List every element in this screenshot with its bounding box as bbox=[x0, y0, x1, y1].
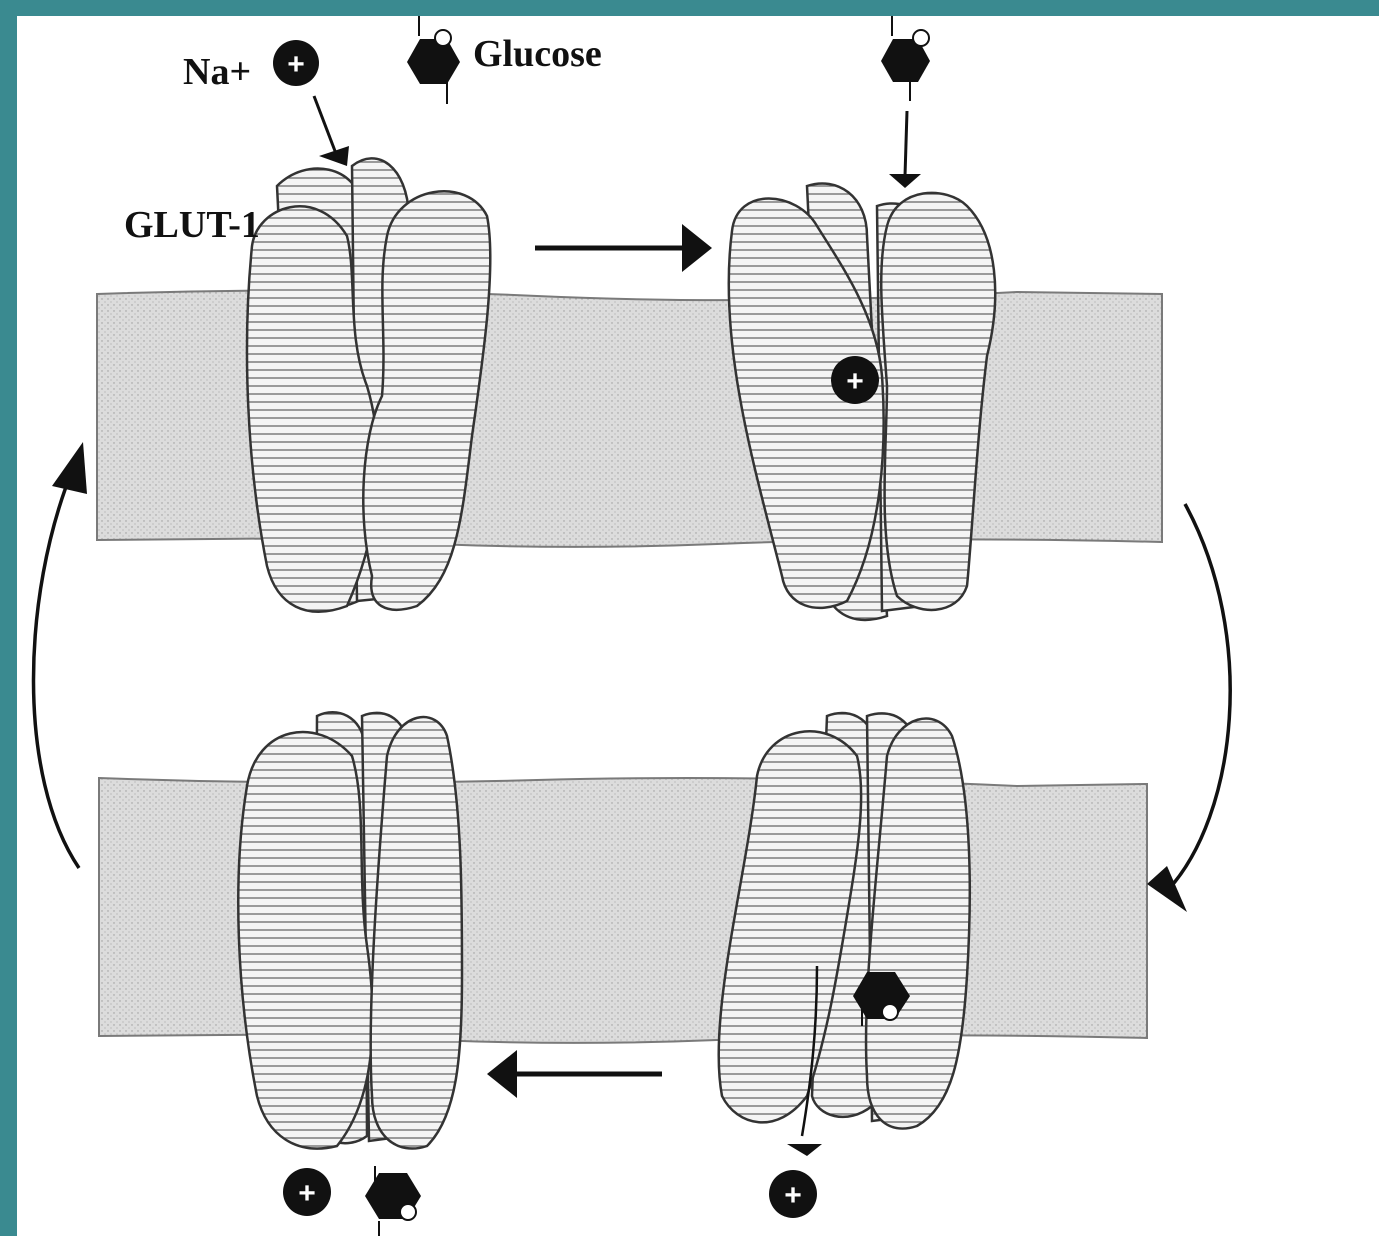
transporter-state-1 bbox=[247, 158, 490, 611]
arrow-state4-to-state1 bbox=[33, 471, 79, 868]
sodium-label: Na+ bbox=[183, 51, 251, 93]
glucose-label: Glucose bbox=[473, 33, 602, 75]
svg-text:+: + bbox=[784, 1179, 802, 1212]
sodium-ion-outside: + bbox=[273, 40, 319, 86]
sodium-ion-released: + bbox=[769, 1170, 817, 1218]
svg-text:+: + bbox=[287, 48, 305, 81]
glucose-molecule-inside bbox=[365, 1166, 421, 1236]
glucose-molecule-outside bbox=[407, 16, 460, 104]
transport-cycle-diagram: + + + + Na+ Glucose GLUT-1 bbox=[17, 16, 1379, 1236]
transporter-label: GLUT-1 bbox=[124, 204, 260, 246]
arrow-state2-to-state3 bbox=[1167, 504, 1230, 891]
glucose-entry-arrow bbox=[905, 111, 907, 176]
transporter-state-4 bbox=[238, 712, 462, 1148]
sodium-ion-inside: + bbox=[283, 1168, 331, 1216]
svg-text:+: + bbox=[846, 365, 864, 398]
arrow-state4-to-state1-head bbox=[52, 442, 87, 494]
glucose-entry-arrow-head bbox=[889, 174, 921, 188]
glucose-molecule-approaching bbox=[881, 16, 930, 101]
sodium-release-arrow-head bbox=[787, 1144, 822, 1156]
arrow-state3-to-state4-head bbox=[487, 1050, 517, 1098]
arrow-state1-to-state2-head bbox=[682, 224, 712, 272]
sodium-entry-arrow bbox=[314, 96, 335, 151]
svg-text:+: + bbox=[298, 1177, 316, 1210]
diagram-frame: + + + + Na+ Glucose GLUT-1 bbox=[17, 16, 1379, 1236]
sodium-ion-bound: + bbox=[831, 356, 879, 404]
transporter-state-3 bbox=[719, 713, 970, 1129]
